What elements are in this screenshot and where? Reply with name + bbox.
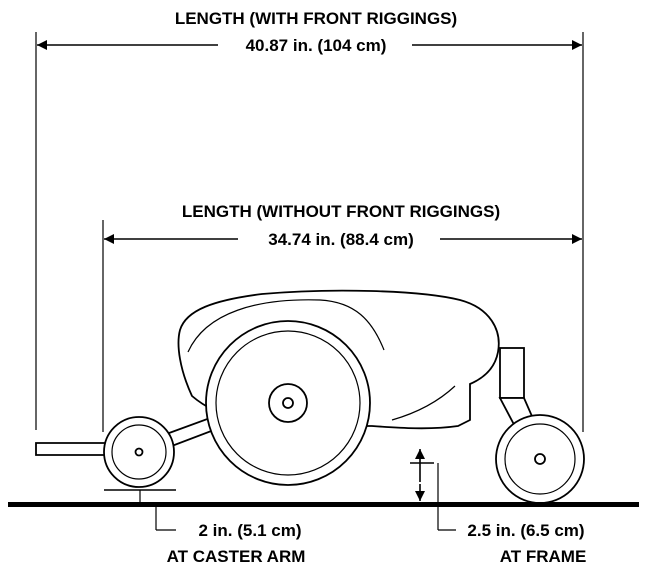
frame-clearance-value: 2.5 in. (6.5 cm) [467,521,584,540]
caster-arm-clearance-location: AT CASTER ARM [167,547,306,566]
rear-caster-axle [534,453,546,465]
frame-clearance-dimension: 2.5 in. (6.5 cm) AT FRAME [410,449,586,566]
drive-wheel-rim [215,330,361,476]
ground-line [8,502,639,507]
drive-wheel-axle [282,397,294,409]
length-with-riggings-value: 40.87 in. (104 cm) [246,36,387,55]
rear-caster-post [499,347,525,399]
length-with-riggings-title: LENGTH (WITH FRONT RIGGINGS) [175,9,457,28]
caster-arm-clearance-dimension: 2 in. (5.1 cm) AT CASTER ARM [104,489,306,566]
frame-clearance-location: AT FRAME [500,547,587,566]
wheelchair-drawing [35,289,585,504]
length-without-riggings-value: 34.74 in. (88.4 cm) [268,230,414,249]
frame-lower-line [391,385,456,421]
fender-arc [187,299,385,353]
length-without-riggings-title: LENGTH (WITHOUT FRONT RIGGINGS) [182,202,500,221]
caster-arm-clearance-value: 2 in. (5.1 cm) [199,521,302,540]
front-caster-rim [111,424,167,480]
rear-caster-rim [504,423,576,495]
front-rigging-footplate [35,442,109,456]
length-without-riggings-dimension: LENGTH (WITHOUT FRONT RIGGINGS) 34.74 in… [102,202,582,432]
length-with-riggings-dimension: LENGTH (WITH FRONT RIGGINGS) 40.87 in. (… [35,9,584,432]
front-caster-axle [134,447,144,457]
